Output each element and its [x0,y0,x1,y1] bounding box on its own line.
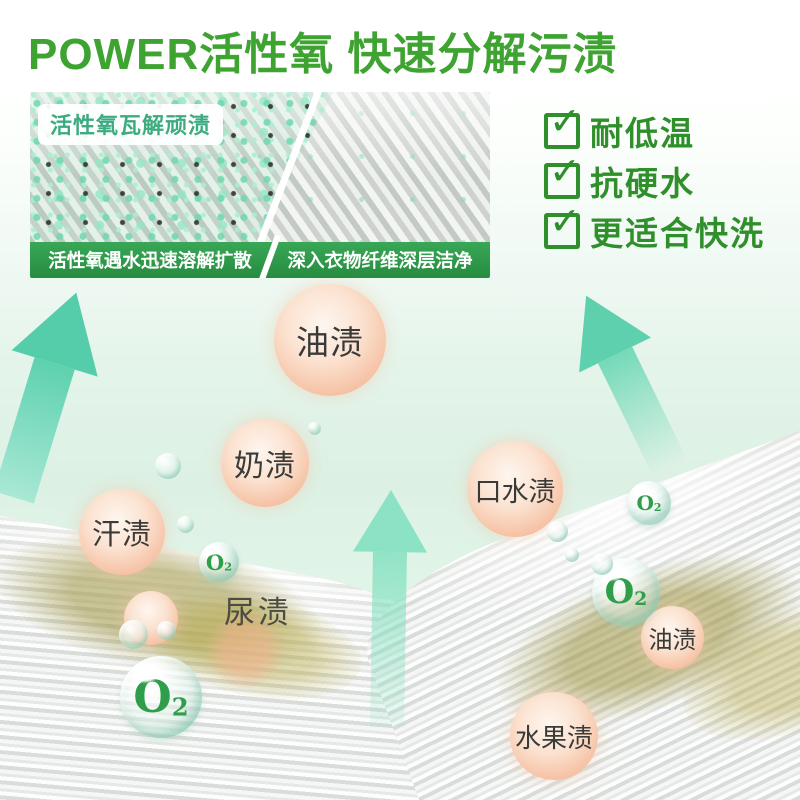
stain-label: 油渍 [648,627,697,654]
checkbox-icon: ✓ [544,203,581,249]
checklist-label: 更适合快洗 [590,215,765,252]
water-bubble-icon [565,548,579,562]
stain-bubble-sweat: 汗渍 [79,489,165,575]
o2-label: O [636,491,654,515]
checklist-item-quick-wash: ✓ 更适合快洗 [544,203,765,256]
arrow-shaft [0,357,75,504]
page-title: POWER活性氧 快速分解污渍 [28,30,618,79]
stain-label: 油渍 [296,324,364,361]
water-bubble-icon [547,521,568,542]
checklist-label: 抗硬水 [590,165,695,202]
arrow-shaft [369,551,407,728]
arrow-shaft [597,346,687,476]
up-arrow-middle-icon [350,489,429,728]
o2-subscript: 2 [634,588,648,611]
check-icon: ✓ [549,101,581,143]
checklist-item-low-temp: ✓ 耐低温 [544,103,765,156]
stain-glow-urine [207,612,283,688]
stain-label: 口水渍 [474,476,556,507]
o2-subscript: 2 [653,500,662,514]
caption-left: 活性氧遇水迅速溶解扩散 [48,250,252,271]
water-bubble-icon [155,453,181,479]
feature-checklist: ✓ 耐低温 ✓ 抗硬水 ✓ 更适合快洗 [544,103,765,256]
stain-bubble-milk: 奶渍 [221,419,309,507]
stain-label-urine: 尿渍 [224,595,292,630]
checkbox-icon: ✓ [544,153,581,199]
water-bubble-icon [308,422,321,435]
arrow-head [11,279,120,377]
stain-label: 奶渍 [234,450,296,483]
water-bubble-icon [177,516,194,533]
water-bubble-icon [591,553,613,575]
o2-subscript: 2 [171,691,189,721]
arrow-head [352,489,429,553]
o2-label: O [205,549,225,575]
stain-bubble-fruit: 水果渍 [510,692,598,780]
stain-label: 水果渍 [514,722,593,753]
check-icon: ✓ [549,201,581,243]
stain-bubble-oil-right: 油渍 [641,606,704,669]
caption-right: 深入衣物纤维深层洁净 [287,250,473,271]
check-icon: ✓ [549,151,581,193]
checkbox-icon: ✓ [544,103,581,149]
fiber-comparison-photo: 活性氧瓦解顽渍 活性氧遇水迅速溶解扩散 深入衣物纤维深层洁净 [30,92,490,278]
water-bubble-icon [157,621,176,640]
up-arrow-right-icon [550,278,706,485]
stain-bubble-saliva: 口水渍 [467,441,563,537]
checklist-item-hard-water: ✓ 抗硬水 [544,153,765,206]
o2-label: O [133,671,172,723]
photo-badge: 活性氧瓦解顽渍 [38,104,224,145]
checklist-label: 耐低温 [590,115,695,152]
o2-subscript: 2 [224,559,233,574]
water-bubble-icon [119,620,148,649]
up-arrow-left-icon [0,279,120,511]
stain-label: 汗渍 [91,519,152,551]
photo-caption-bar: 活性氧遇水迅速溶解扩散 深入衣物纤维深层洁净 [30,234,490,278]
stain-bubble-oil: 油渍 [274,284,386,396]
o2-label: O [604,572,635,612]
